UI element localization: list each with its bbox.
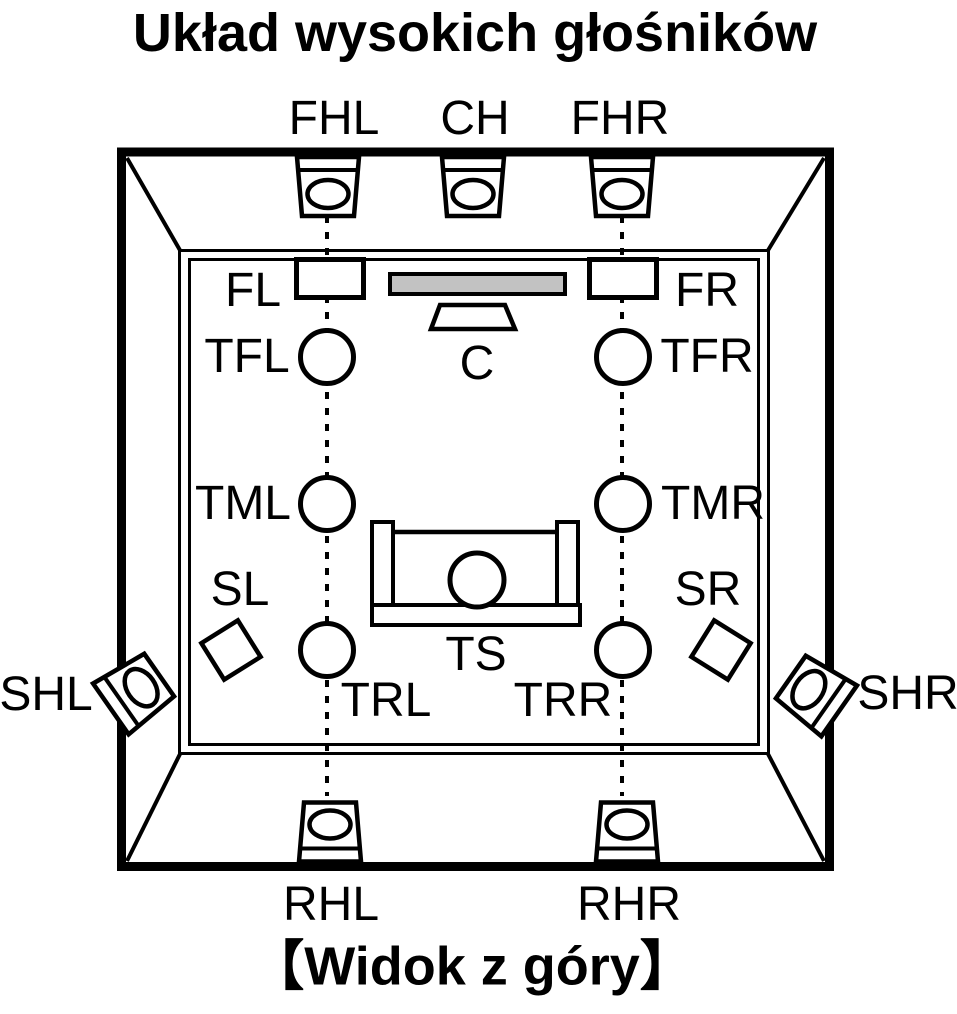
speaker-label-shl: SHL [0, 668, 93, 721]
speaker-label-fhr: FHR [570, 92, 670, 145]
speaker-label-tfr: TFR [660, 330, 754, 383]
speaker-label-sr: SR [674, 563, 742, 616]
speaker-sl-icon [198, 617, 264, 683]
speaker-ts-icon [447, 550, 507, 610]
speaker-label-tmr: TMR [661, 477, 765, 530]
speaker-label-ch: CH [440, 92, 510, 145]
speaker-fr-icon [587, 257, 659, 300]
inner-wall [178, 249, 770, 755]
corner-perspective-lines [125, 156, 826, 862]
speaker-fhl-icon [297, 157, 359, 216]
speaker-rhr-icon [596, 803, 658, 862]
speaker-label-tfl: TFL [204, 330, 290, 383]
page-title: Układ wysokich głośników [132, 3, 818, 63]
speaker-shr-icon [773, 652, 857, 737]
speaker-trl-icon [298, 621, 356, 679]
speaker-label-tml: TML [195, 477, 291, 530]
speaker-label-ts: TS [445, 628, 507, 681]
speaker-trr-icon [594, 621, 652, 679]
speaker-label-fr: FR [675, 264, 739, 317]
speaker-label-rhl: RHL [282, 878, 380, 931]
speaker-tfl-icon [298, 328, 356, 386]
speaker-label-fl: FL [224, 264, 282, 317]
outer-wall [117, 147, 834, 871]
speaker-label-c: C [459, 337, 495, 390]
speaker-fhr-icon [591, 157, 653, 216]
speaker-sr-icon [688, 617, 754, 683]
speaker-label-rhr: RHR [577, 878, 681, 931]
speaker-tfr-icon [594, 328, 652, 386]
speaker-fl-icon [294, 257, 366, 300]
sofa-icon [370, 520, 582, 627]
speaker-label-trl: TRL [340, 674, 432, 727]
speaker-shl-icon [93, 650, 177, 735]
speaker-label-shr: SHR [857, 667, 957, 720]
speaker-tmr-icon [594, 475, 652, 533]
speaker-label-fhl: FHL [288, 92, 380, 145]
speaker-tml-icon [298, 475, 356, 533]
view-caption: 【Widok z góry】 [250, 936, 694, 997]
speaker-ch-icon [442, 157, 504, 216]
speaker-label-trr: TRR [513, 674, 613, 727]
speaker-label-sl: SL [210, 563, 270, 616]
speaker-c-icon [427, 302, 519, 332]
speaker-rhl-icon [299, 803, 361, 862]
tv-icon [388, 272, 567, 296]
